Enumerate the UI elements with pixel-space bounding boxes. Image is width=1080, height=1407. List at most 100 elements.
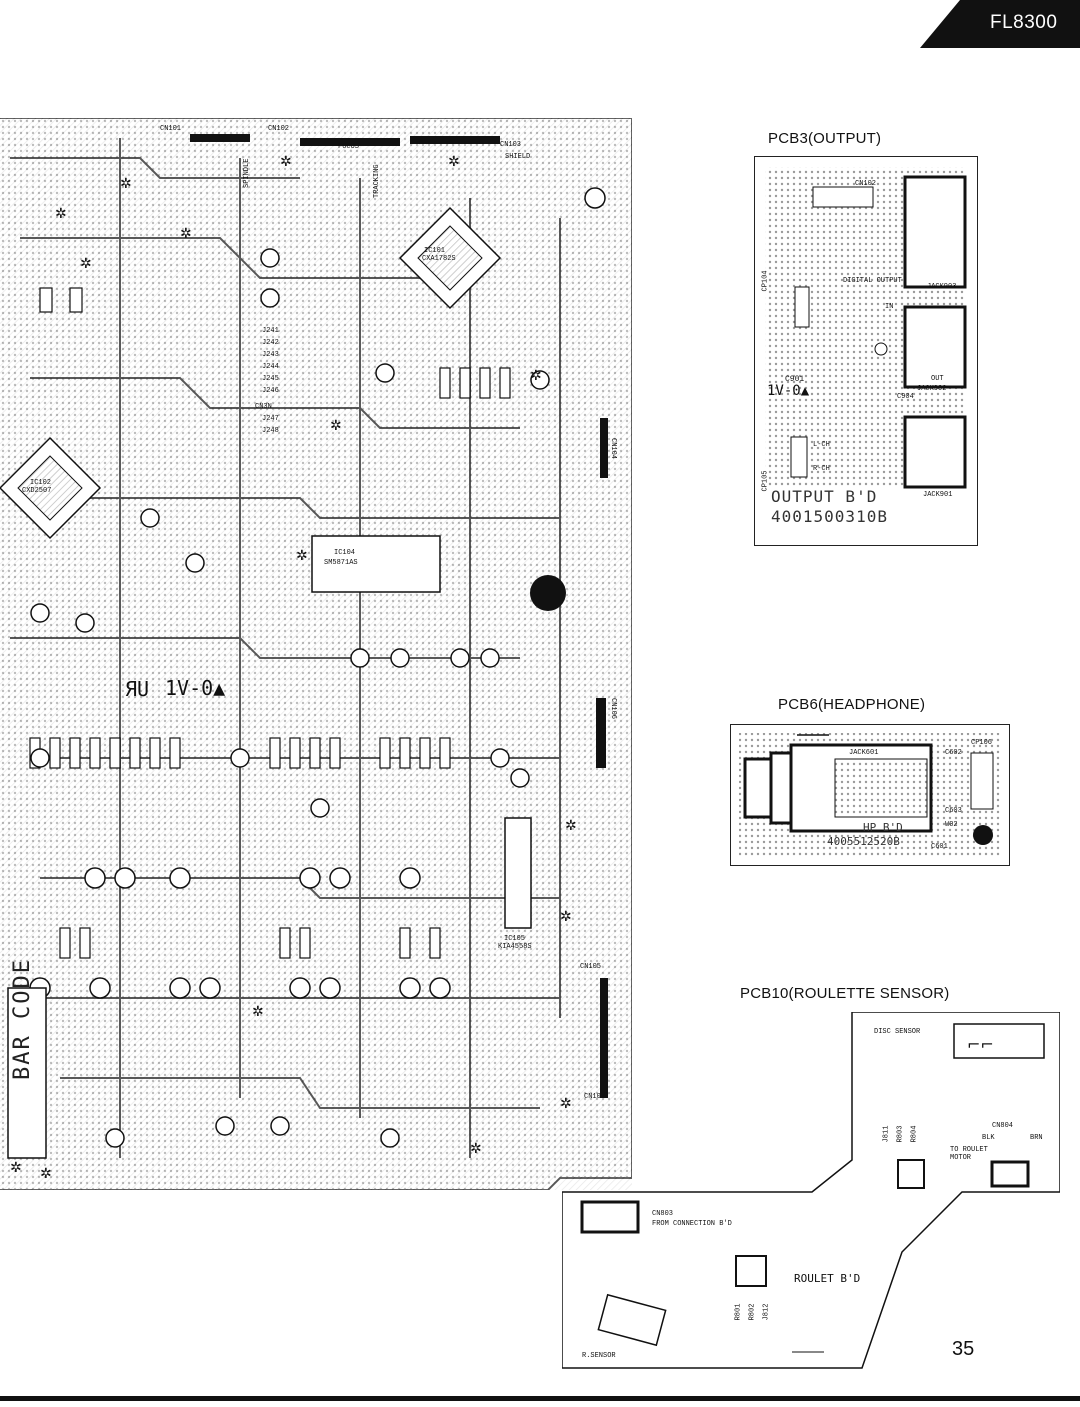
svg-text:J243: J243 <box>262 351 279 359</box>
model-tab-shape <box>920 0 1080 48</box>
svg-text:CN103: CN103 <box>500 141 521 149</box>
model-tab <box>920 0 1080 48</box>
roulette-label-r801: R801 <box>734 1303 743 1321</box>
headphone-label-c601: C601 <box>931 843 948 851</box>
svg-text:✲: ✲ <box>10 1160 22 1176</box>
svg-text:SHIELD: SHIELD <box>505 153 530 161</box>
output-label-jack903: JACK903 <box>927 283 957 291</box>
svg-text:J244: J244 <box>262 363 279 371</box>
svg-text:✲: ✲ <box>180 226 192 242</box>
svg-text:IC105: IC105 <box>504 935 525 943</box>
svg-text:IC102: IC102 <box>30 479 51 487</box>
output-label-cp105: CP105 <box>761 470 770 492</box>
svg-text:✲: ✲ <box>296 548 308 564</box>
svg-text:IC101: IC101 <box>424 247 445 255</box>
svg-text:CN102: CN102 <box>268 125 289 133</box>
model-label: FL8300 <box>990 12 1058 33</box>
output-label-c901: C901 <box>785 375 805 384</box>
svg-text:✲: ✲ <box>55 206 67 222</box>
svg-text:CN104: CN104 <box>609 438 617 459</box>
barcode-box <box>7 987 47 1159</box>
headphone-label-cp106: CP106 <box>971 739 993 747</box>
svg-text:CN3N: CN3N <box>255 403 272 411</box>
roulette-label-r-sensor: R.SENSOR <box>582 1352 616 1360</box>
output-label-in: IN <box>885 303 894 311</box>
roulette-board-name: ROULET B'D <box>794 1272 861 1285</box>
svg-text:J247: J247 <box>262 415 279 423</box>
svg-text:✲: ✲ <box>120 176 132 192</box>
svg-text:✲: ✲ <box>560 1096 572 1112</box>
headphone-section-title: PCB6(HEADPHONE) <box>778 696 926 713</box>
output-board-artwork: CN102 <box>765 167 967 489</box>
svg-text:IC104: IC104 <box>334 549 355 557</box>
svg-text:CN106: CN106 <box>609 698 617 719</box>
roulette-label-cn804: CN804 <box>992 1122 1014 1130</box>
headphone-label-c602: C602 <box>945 749 962 757</box>
svg-text:✲: ✲ <box>280 154 292 170</box>
svg-text:CN101: CN101 <box>160 125 181 133</box>
roulette-label-r804: R804 <box>910 1125 919 1143</box>
main-rating-label: 1V-0▲ <box>165 676 226 700</box>
roulette-section-title: PCB10(ROULETTE SENSOR) <box>740 985 950 1002</box>
svg-text:✲: ✲ <box>330 418 342 434</box>
headphone-board-name: HP B'D <box>863 821 903 834</box>
headphone-board: JACK601 CP106 C602 C603 W02 C601 HP B'D … <box>730 724 1010 866</box>
svg-text:✲: ✲ <box>530 368 542 384</box>
main-ul-mark: ЯU <box>125 677 149 701</box>
output-board-number: 4001500310B <box>771 507 888 526</box>
output-label-digital-output: DIGITAL OUTPUT <box>843 277 902 285</box>
barcode-label: BAR CODE <box>10 958 35 1080</box>
svg-text:✲: ✲ <box>448 154 460 170</box>
svg-text:✲: ✲ <box>40 1166 52 1182</box>
svg-text:✲: ✲ <box>565 818 577 834</box>
roulette-label-blk: BLK <box>982 1134 995 1142</box>
svg-text:J241: J241 <box>262 327 279 335</box>
roulette-label-from-connection: FROM CONNECTION B'D <box>652 1220 732 1228</box>
svg-text:✲: ✲ <box>252 1004 264 1020</box>
svg-text:⌐⌐: ⌐⌐ <box>967 1035 994 1054</box>
svg-text:✲: ✲ <box>80 256 92 272</box>
roulette-label-r803: R803 <box>896 1125 905 1143</box>
bottom-rule <box>0 1396 1080 1401</box>
output-label-c904: C904 <box>897 393 914 401</box>
ic102-chip <box>0 436 102 540</box>
headphone-label-jack601: JACK601 <box>849 749 879 757</box>
output-label-rch: R-CH <box>813 465 830 473</box>
output-label-lch: L-CH <box>813 441 830 449</box>
ic105-chip <box>504 817 532 929</box>
roulette-label-j812: J812 <box>762 1303 771 1321</box>
svg-text:SM5871AS: SM5871AS <box>324 559 358 567</box>
output-label-jack902: JACK902 <box>917 385 947 393</box>
output-label-out: OUT <box>931 375 944 383</box>
svg-text:CXA1782S: CXA1782S <box>422 255 456 263</box>
output-label-jack901: JACK901 <box>923 491 953 499</box>
svg-text:FOCUS: FOCUS <box>338 143 359 151</box>
headphone-label-w02: W02 <box>945 821 958 829</box>
output-section-title: PCB3(OUTPUT) <box>768 130 882 147</box>
svg-text:SPINDLE: SPINDLE <box>243 159 251 188</box>
roulette-label-r802: R802 <box>748 1303 757 1321</box>
svg-text:CN107: CN107 <box>584 1093 605 1101</box>
svg-text:J242: J242 <box>262 339 279 347</box>
output-label-cp104: CP104 <box>761 270 770 292</box>
svg-text:TRACKING: TRACKING <box>373 164 381 198</box>
headphone-board-number: 4005512520B <box>827 835 900 848</box>
svg-text:CN102: CN102 <box>855 180 876 188</box>
roulette-board: ⌐⌐ DISC SENSOR CN804 BLK BRN TO ROULET M… <box>561 1011 1061 1378</box>
svg-text:✲: ✲ <box>470 1141 482 1157</box>
roulette-label-disc-sensor: DISC SENSOR <box>874 1028 921 1036</box>
ic104-chip <box>311 535 441 593</box>
output-rating: 1V-0▲ <box>767 383 810 399</box>
svg-text:J245: J245 <box>262 375 279 383</box>
svg-text:J246: J246 <box>262 387 279 395</box>
roulette-label-cn803: CN803 <box>652 1210 674 1218</box>
ic101-chip <box>398 206 502 310</box>
svg-text:KIA4558S: KIA4558S <box>498 943 532 951</box>
roulette-label-brn: BRN <box>1030 1134 1043 1142</box>
roulette-label-to-motor: TO ROULET MOTOR <box>950 1146 988 1162</box>
svg-text:CN105: CN105 <box>580 963 601 971</box>
svg-text:J248: J248 <box>262 427 279 435</box>
output-board: CN102 DIGITAL OUTPUT JACK903 JACK902 JAC… <box>754 156 978 546</box>
